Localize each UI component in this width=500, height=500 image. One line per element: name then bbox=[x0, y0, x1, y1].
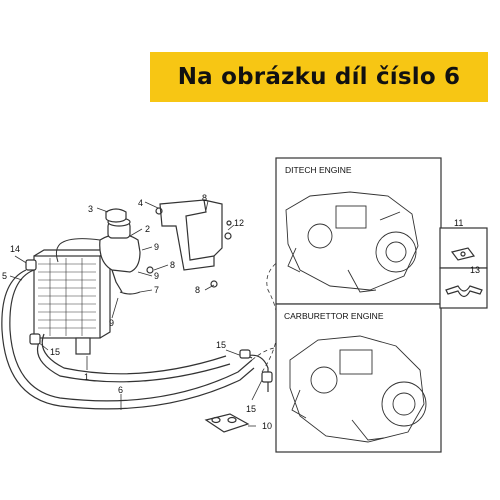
ditech-engine-drawing bbox=[285, 191, 419, 293]
part-11-box bbox=[439, 227, 488, 269]
callout-9c: 9 bbox=[109, 318, 114, 328]
callout-15a: 15 bbox=[50, 347, 60, 357]
ditech-engine-label: DITECH ENGINE bbox=[285, 165, 352, 175]
carburettor-engine-drawing bbox=[289, 335, 427, 443]
expansion-tank bbox=[99, 217, 141, 293]
callout-8a: 8 bbox=[202, 193, 207, 203]
clip-nut-icon bbox=[450, 247, 476, 261]
radiator bbox=[33, 248, 113, 355]
callout-9b: 9 bbox=[154, 271, 159, 281]
callout-5: 5 bbox=[2, 271, 7, 281]
screws bbox=[146, 207, 232, 288]
leader-lines bbox=[9, 200, 263, 427]
callout-8c: 8 bbox=[195, 285, 200, 295]
callout-15b: 15 bbox=[216, 340, 226, 350]
carburettor-engine-label: CARBURETTOR ENGINE bbox=[284, 311, 384, 321]
callout-6: 6 bbox=[118, 385, 123, 395]
callout-12: 12 bbox=[234, 218, 244, 228]
callout-2: 2 bbox=[145, 224, 150, 234]
banner-title: Na obrázku díl číslo 6 bbox=[177, 64, 461, 90]
callout-10: 10 bbox=[262, 421, 272, 431]
callout-1: 1 bbox=[84, 372, 89, 382]
callout-15c: 15 bbox=[246, 404, 256, 414]
hose-connectors bbox=[25, 259, 273, 383]
connector-dashes bbox=[251, 255, 293, 373]
callout-3: 3 bbox=[88, 204, 93, 214]
tank-cap bbox=[105, 208, 127, 223]
callout-14: 14 bbox=[10, 244, 20, 254]
callout-4: 4 bbox=[138, 198, 143, 208]
callout-9a: 9 bbox=[154, 242, 159, 252]
callout-7: 7 bbox=[154, 285, 159, 295]
callout-8b: 8 bbox=[170, 260, 175, 270]
callout-11: 11 bbox=[454, 218, 463, 228]
hose-clip-icon bbox=[445, 285, 483, 298]
part-number-banner: Na obrázku díl číslo 6 bbox=[150, 52, 488, 102]
hose-clamp-set bbox=[204, 413, 250, 433]
callout-13: 13 bbox=[470, 265, 480, 275]
coolant-hoses bbox=[1, 238, 269, 410]
mounting-bracket bbox=[159, 199, 223, 271]
part-13-box bbox=[439, 267, 488, 309]
